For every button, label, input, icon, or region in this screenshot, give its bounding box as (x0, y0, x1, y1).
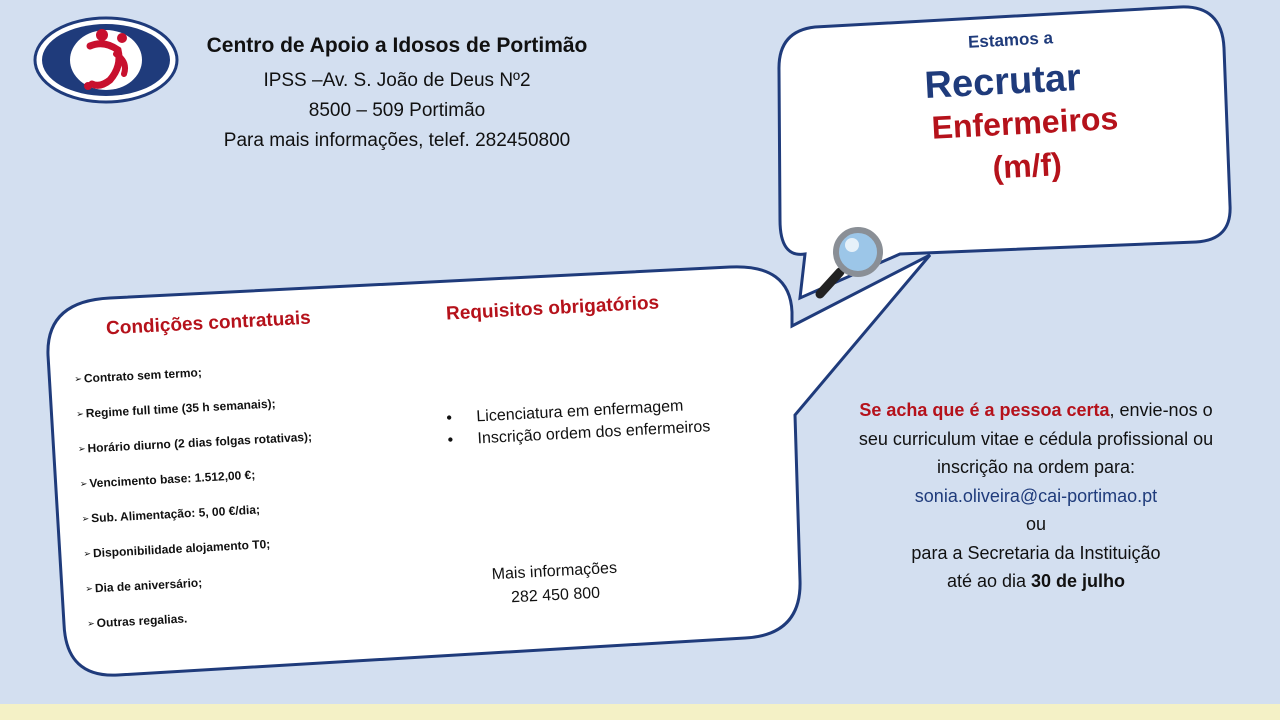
recruit-text: Estamos a Recrutar Enfermeiros (m/f) (840, 21, 1208, 195)
bullet-icon: • (446, 409, 453, 427)
arrow-bullet-icon: ➢ (81, 513, 90, 524)
cai-logo-icon (33, 16, 179, 104)
magnifier (812, 222, 892, 302)
arrow-bullet-icon: ➢ (86, 618, 95, 629)
arrow-bullet-icon: ➢ (83, 548, 92, 559)
apply-secretary: para a Secretaria da Instituição (911, 542, 1161, 563)
apply-block: Se acha que é a pessoa certa, envie-nos … (846, 396, 1226, 596)
arrow-bullet-icon: ➢ (75, 408, 84, 419)
conditions-bubble (46, 253, 932, 677)
org-address: IPSS –Av. S. João de Deus Nº2 (263, 70, 531, 91)
logo (30, 14, 180, 106)
apply-deadline: até ao dia 30 de julho (946, 571, 1126, 591)
org-postal: 8500 – 509 Portimão (308, 100, 486, 121)
bullet-icon: • (447, 431, 454, 449)
recruit-bubble (777, 5, 1232, 301)
arrow-bullet-icon: ➢ (77, 443, 86, 454)
bottom-strip (0, 704, 1280, 720)
email-link[interactable]: sonia.oliveira@cai-portimao.pt (914, 485, 1158, 506)
arrow-bullet-icon: ➢ (85, 583, 94, 594)
apply-text: , envie-nos o seu curriculum vitae e céd… (858, 400, 1214, 477)
apply-or: ou (1025, 514, 1047, 534)
magnifier-icon (815, 227, 883, 299)
more-info: Mais informações 282 450 800 (469, 556, 641, 613)
org-contact: Para mais informações, telef. 282450800 (223, 130, 571, 151)
conditions-list: ➢Contrato sem termo; ➢Regime full time (… (74, 360, 323, 652)
org-name: Centro de Apoio a Idosos de Portimão (206, 34, 588, 57)
deadline-date: 30 de julho (1031, 571, 1126, 591)
arrow-bullet-icon: ➢ (74, 373, 83, 384)
arrow-bullet-icon: ➢ (79, 478, 88, 489)
org-header: Centro de Apoio a Idosos de Portimão IPS… (150, 34, 644, 156)
apply-highlight: Se acha que é a pessoa certa (859, 400, 1110, 420)
